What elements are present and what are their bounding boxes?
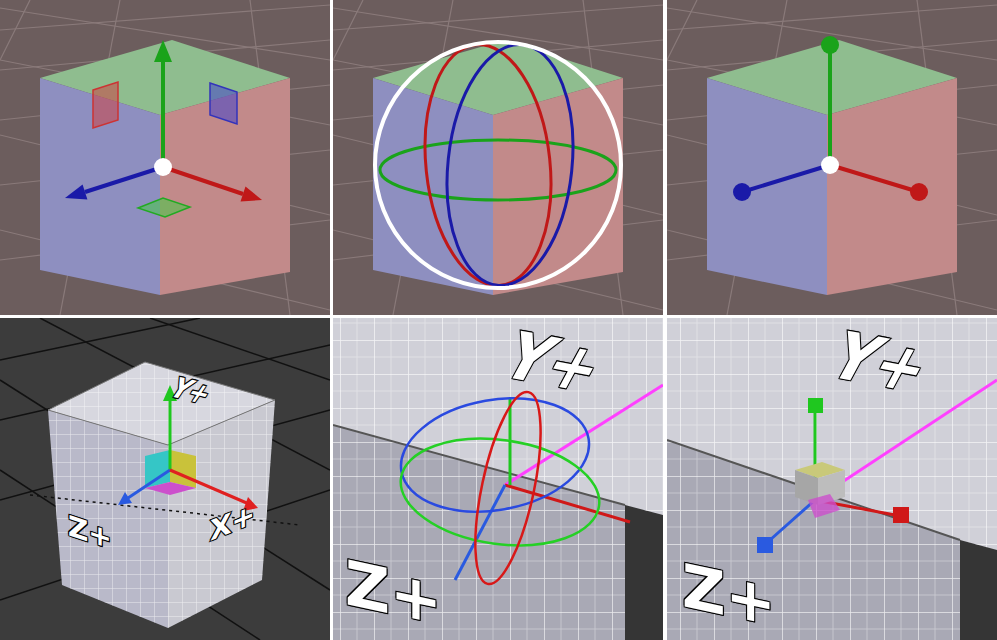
axis-label: Y+ [165,374,218,408]
axis-label: Y+ [492,324,614,402]
axis-label: Y+ [819,324,941,402]
axis-label: Z+ [345,552,442,635]
axis-label: Z+ [68,512,112,554]
axis-label: X+ [210,500,255,546]
axis-label: Z+ [682,555,776,635]
